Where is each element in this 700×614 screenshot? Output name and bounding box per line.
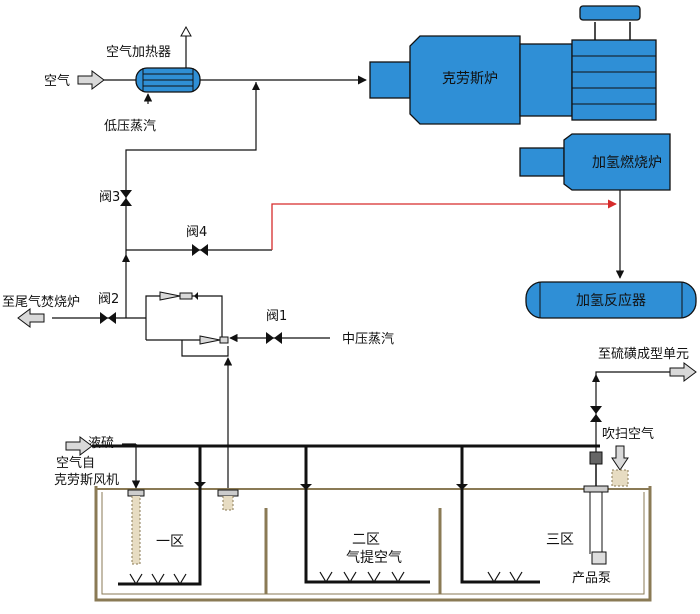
hot-air-line bbox=[271, 199, 617, 250]
claus-furnace bbox=[369, 5, 657, 125]
product-line bbox=[595, 371, 606, 452]
purge-air-label: 吹扫空气 bbox=[602, 426, 654, 442]
hydrogenation-reactor-label: 加氢反应器 bbox=[576, 292, 646, 309]
purge-air-nozzle bbox=[611, 469, 629, 487]
ejector-assembly bbox=[145, 291, 229, 357]
hydrogenation-burner-label: 加氢燃烧炉 bbox=[592, 154, 662, 171]
product-valve[interactable] bbox=[590, 406, 602, 422]
hydrogenation-burner bbox=[519, 133, 671, 191]
valve-4[interactable] bbox=[192, 244, 208, 256]
valve-2-label: 阀2 bbox=[98, 292, 119, 307]
air-label: 空气 bbox=[44, 73, 70, 89]
zone2-label: 二区 bbox=[352, 532, 380, 548]
incinerator-outlet-arrow bbox=[17, 308, 45, 328]
air-from-blower-arrow bbox=[65, 436, 93, 456]
valve-1[interactable] bbox=[266, 332, 282, 344]
ejector-up-arrow bbox=[252, 82, 260, 90]
valve-4-label: 阀4 bbox=[186, 225, 207, 240]
zone2-spargers bbox=[319, 571, 405, 583]
air-from-claus-blower-label-1: 空气自 bbox=[56, 455, 95, 471]
valve-2[interactable] bbox=[100, 312, 116, 324]
purge-air-arrow bbox=[611, 445, 629, 471]
product-pump bbox=[583, 451, 609, 565]
low-pressure-steam-label: 低压蒸汽 bbox=[104, 119, 156, 134]
claus-furnace-label: 克劳斯炉 bbox=[442, 71, 498, 87]
sulfur-forming-outlet-arrow bbox=[669, 362, 697, 382]
air-heater-label: 空气加热器 bbox=[106, 44, 171, 60]
to-sulfur-forming-unit-label: 至硫磺成型单元 bbox=[598, 347, 689, 362]
air-from-claus-blower-label-2: 克劳斯风机 bbox=[54, 472, 119, 488]
zone3-label: 三区 bbox=[546, 532, 574, 548]
medium-pressure-steam-label: 中压蒸汽 bbox=[342, 332, 394, 347]
valve-3[interactable] bbox=[120, 190, 132, 206]
zone1-label: 一区 bbox=[156, 534, 184, 550]
sulfur-pit bbox=[94, 486, 652, 602]
valve-3-label: 阀3 bbox=[99, 190, 120, 205]
to-tail-gas-incinerator-label: 至尾气焚烧炉 bbox=[2, 294, 80, 310]
zone3-spargers bbox=[487, 571, 523, 583]
hydrogenation-reactor bbox=[525, 281, 697, 319]
product-pump-label: 产品泵 bbox=[572, 571, 611, 586]
air-heater bbox=[135, 67, 201, 93]
liquid-sulfur-label: 液硫 bbox=[88, 436, 114, 451]
air-inlet-arrow bbox=[77, 70, 105, 90]
valve-1-label: 阀1 bbox=[266, 309, 287, 324]
stripping-air-header bbox=[92, 444, 600, 586]
zone1-spargers bbox=[129, 573, 187, 585]
heater-vent-arrow bbox=[180, 25, 192, 37]
gas-stripping-air-label: 气提空气 bbox=[346, 550, 402, 566]
